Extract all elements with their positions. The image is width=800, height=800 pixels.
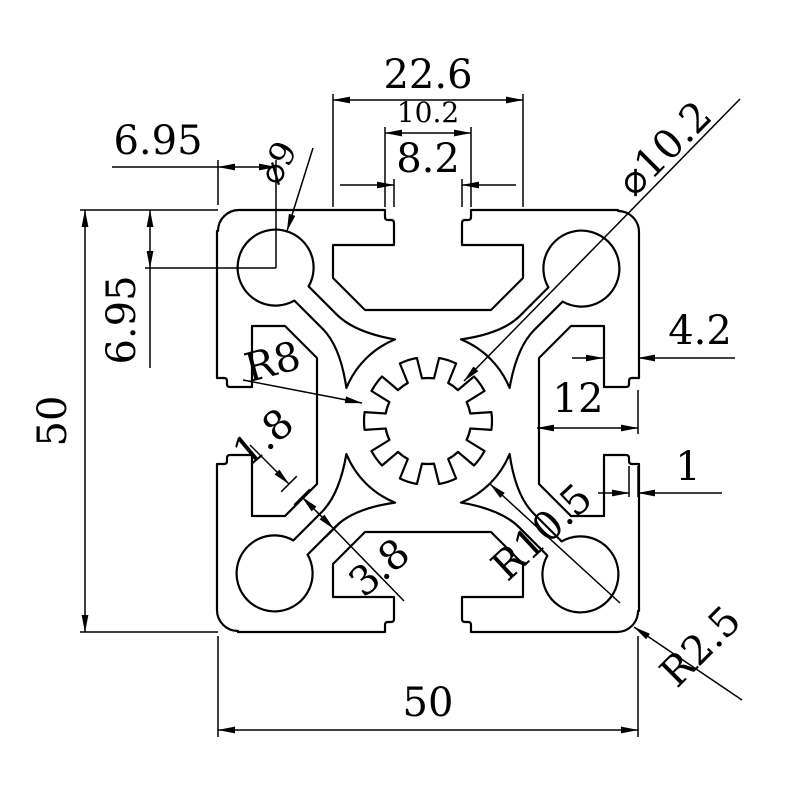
dim-serration-radius: R8 bbox=[240, 333, 306, 392]
dim-overall-height: 50 bbox=[30, 396, 76, 447]
dimension-labels: 22.6 10.2 8.2 6.95 ⌀9 6.95 50 R8 1.8 4.2… bbox=[30, 52, 750, 726]
tick-web-edge-3 bbox=[325, 520, 343, 538]
dim-entry-step: 1 bbox=[675, 444, 700, 490]
dim-corner-radius: R2.5 bbox=[651, 597, 750, 696]
leader-serration-radius bbox=[242, 379, 363, 404]
dim-slot-depth: 12 bbox=[553, 376, 604, 422]
leader-center-bore-dia bbox=[463, 98, 741, 382]
tick-web-edge-2 bbox=[293, 488, 311, 506]
dim-slot-opening-width: 8.2 bbox=[396, 136, 460, 182]
dim-slot-entry-width: 10.2 bbox=[397, 96, 459, 129]
dim-bore-offset-v: 6.95 bbox=[99, 275, 145, 364]
dim-lip-thickness: 4.2 bbox=[668, 308, 732, 354]
dimtail-3-8 bbox=[333, 528, 405, 602]
dimline-3-8 bbox=[301, 496, 335, 530]
dim-channel-width: 3.8 bbox=[340, 530, 418, 606]
dim-center-bore-dia: ⌀10.2 bbox=[609, 93, 722, 206]
slot-top bbox=[216, 208, 620, 312]
leader-lines bbox=[242, 98, 743, 701]
center-serrated-bore bbox=[362, 356, 494, 486]
dimarrow-1-8-upper bbox=[249, 444, 290, 485]
tick-web-edge-1 bbox=[280, 475, 298, 493]
dim-slot-cavity-width: 22.6 bbox=[383, 52, 472, 98]
leader-flare-radius bbox=[489, 483, 621, 604]
dim-web-thickness: 1.8 bbox=[224, 400, 302, 476]
dim-bore-offset-h: 6.95 bbox=[113, 118, 202, 164]
dimension-lines bbox=[81, 96, 735, 734]
slot-bottom bbox=[236, 530, 640, 634]
leader-corner-radius bbox=[633, 626, 743, 701]
dim-bore-dia: ⌀9 bbox=[251, 135, 306, 191]
dim-overall-width: 50 bbox=[403, 680, 454, 726]
leader-bore-dia bbox=[286, 147, 314, 232]
